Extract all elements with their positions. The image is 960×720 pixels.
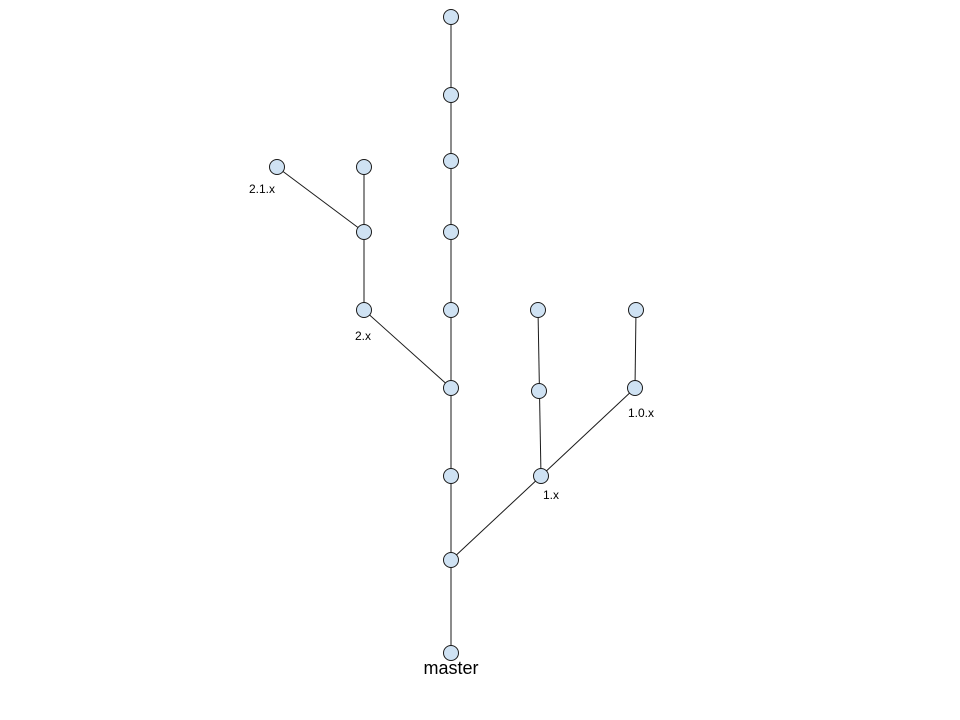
commit-node bbox=[628, 302, 644, 318]
label-master: master bbox=[423, 658, 478, 678]
commit-node bbox=[443, 468, 459, 484]
commit-node-2x-root bbox=[356, 302, 372, 318]
edge-21x-branch bbox=[276, 166, 365, 233]
labels: master 1.x 1.0.x 2.x 2.1.x bbox=[249, 182, 654, 678]
commit-node bbox=[443, 552, 459, 568]
edge-10x-branch bbox=[540, 387, 636, 477]
commit-node-10x-root bbox=[627, 380, 643, 396]
nodes bbox=[269, 9, 644, 661]
edge-2x-branch bbox=[363, 309, 452, 389]
label-2x: 2.x bbox=[355, 329, 371, 343]
commit-node bbox=[356, 224, 372, 240]
edge-1x-branch bbox=[450, 475, 542, 561]
commit-node bbox=[443, 153, 459, 169]
commit-node-21x-root bbox=[269, 159, 285, 175]
label-1x: 1.x bbox=[543, 488, 559, 502]
commit-node bbox=[530, 302, 546, 318]
commit-node bbox=[443, 302, 459, 318]
commit-node bbox=[443, 224, 459, 240]
commit-node-1x-root bbox=[533, 468, 549, 484]
commit-node bbox=[531, 383, 547, 399]
commit-node bbox=[443, 87, 459, 103]
edge-10x-trunk bbox=[634, 309, 637, 389]
commit-node bbox=[443, 380, 459, 396]
commit-node bbox=[356, 159, 372, 175]
commit-node bbox=[443, 9, 459, 25]
label-21x: 2.1.x bbox=[249, 182, 275, 196]
commit-node-master-root bbox=[443, 645, 459, 661]
label-10x: 1.0.x bbox=[628, 406, 654, 420]
